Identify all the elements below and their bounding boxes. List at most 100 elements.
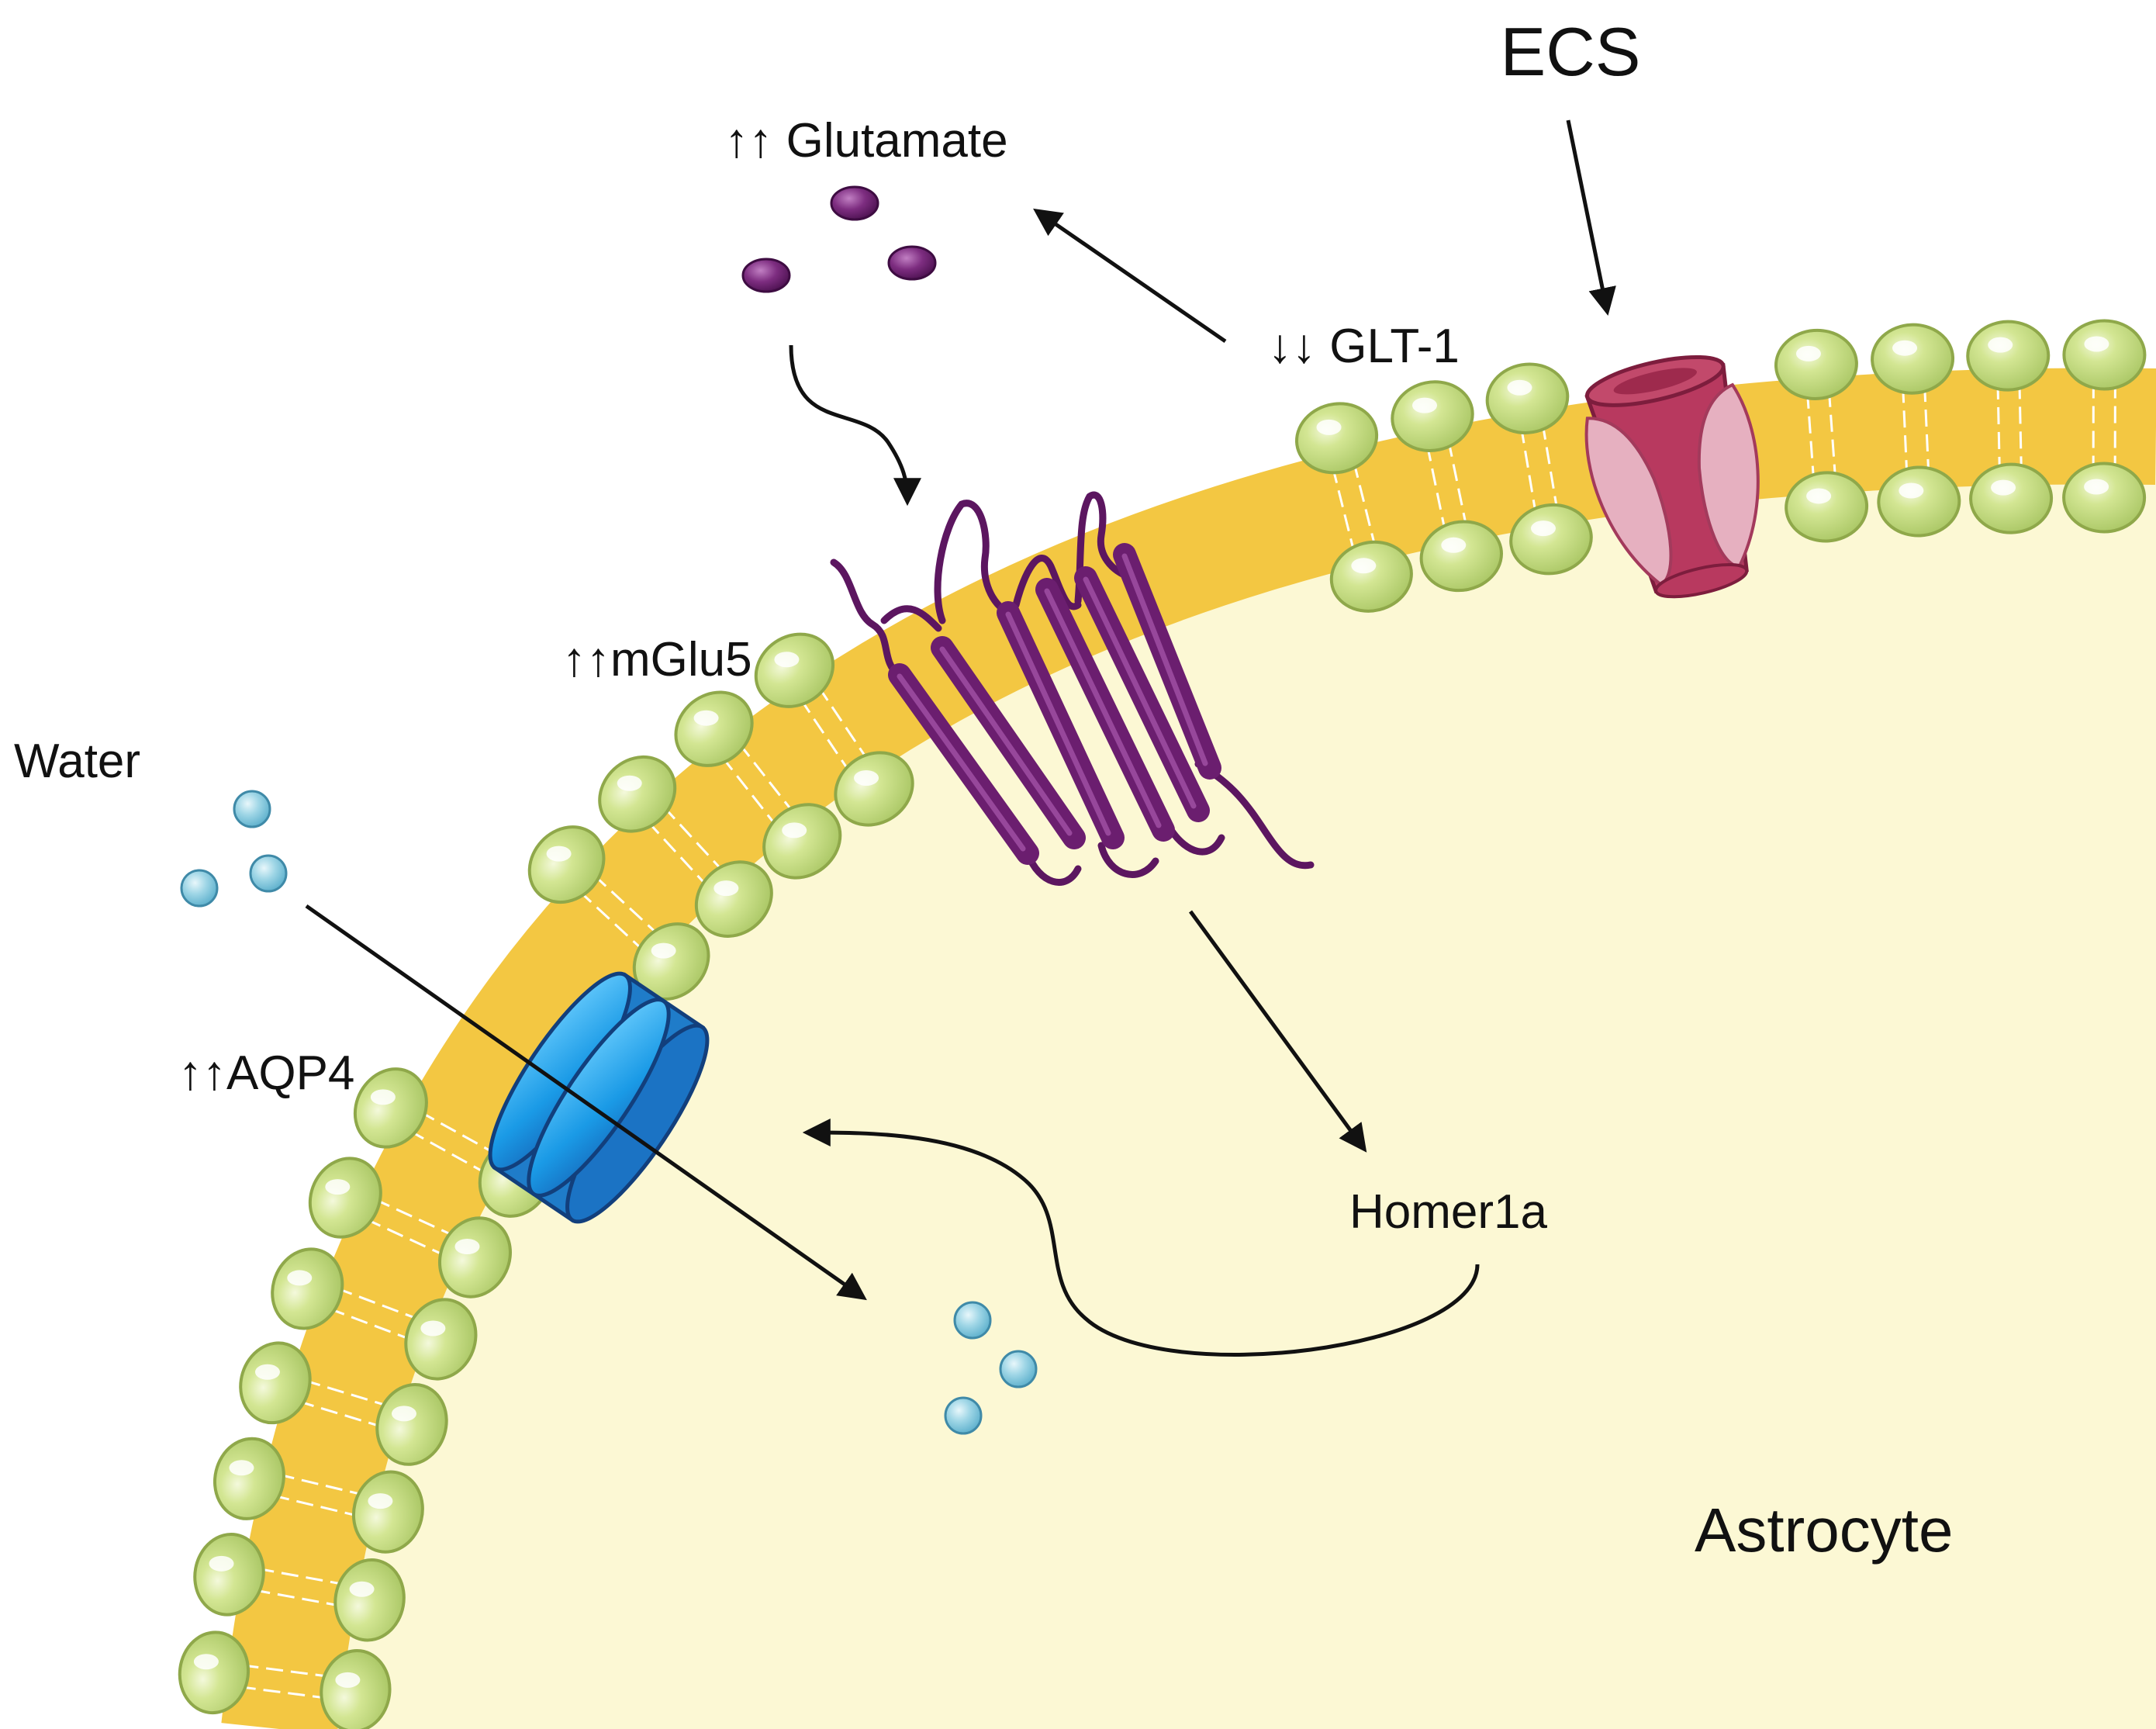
- lipid-tail: [1902, 386, 1909, 476]
- lipid-head-highlight: [229, 1460, 254, 1476]
- glt1-transporter: [1584, 354, 1760, 599]
- lipid-head: [1485, 362, 1570, 434]
- outer-lipid-heads: [178, 319, 2147, 1715]
- lipid-head: [271, 1247, 344, 1330]
- lipid-head: [674, 690, 754, 767]
- water-molecules-inside: [944, 1301, 1038, 1435]
- lipid-tail: [662, 805, 725, 873]
- lipid-head: [320, 1648, 392, 1729]
- homer1a-to-aqp4-arrow: [802, 1119, 1480, 1357]
- lipid-head: [212, 1437, 285, 1520]
- aqp4-label: ↑↑AQP4: [178, 1046, 354, 1100]
- lipid-head: [404, 1298, 478, 1381]
- lipid-head-highlight: [1899, 482, 1924, 499]
- lipid-head-highlight: [454, 1238, 480, 1254]
- lipid-head: [1419, 520, 1503, 593]
- mglu5-to-homer1a-arrow: [1188, 910, 1367, 1153]
- lipid-tail: [271, 1494, 361, 1518]
- lipid-head-highlight: [391, 1406, 416, 1422]
- lipid-head: [1877, 465, 1961, 538]
- astrocyte-cytoplasm: [279, 426, 2156, 1729]
- lipid-tail: [1923, 384, 1930, 475]
- lipid-head: [527, 825, 606, 904]
- water-molecule: [233, 790, 271, 828]
- lipid-head-highlight: [1441, 537, 1467, 553]
- water-molecule: [249, 854, 288, 893]
- lipid-tail: [296, 1399, 384, 1429]
- lipid-tail: [1447, 439, 1468, 528]
- glutamate-to-mglu5-arrow: [789, 344, 921, 507]
- lipid-head-highlight: [1530, 520, 1556, 537]
- lipid-head: [762, 803, 842, 880]
- lipid-head-highlight: [713, 880, 739, 897]
- water-influx-arrow: [305, 904, 867, 1301]
- lipid-tail: [364, 1217, 447, 1257]
- lipid-head: [351, 1470, 424, 1554]
- lipid-head-highlight: [774, 652, 800, 668]
- lipid-head-highlight: [193, 1654, 219, 1670]
- lipid-tail: [1352, 461, 1377, 549]
- lipid-head-highlight: [1991, 479, 2016, 496]
- glutamate-molecules: [741, 185, 937, 293]
- lipid-head-highlight: [2084, 336, 2109, 352]
- lipid-head: [1966, 320, 2051, 392]
- lipid-head: [353, 1067, 428, 1149]
- glutamate-molecule: [741, 258, 791, 293]
- water-molecules-outside: [180, 790, 288, 908]
- lipid-tail: [1827, 389, 1837, 480]
- lipid-head-highlight: [1892, 340, 1918, 356]
- lipid-head-highlight: [335, 1672, 361, 1688]
- lipid-head: [333, 1558, 406, 1642]
- lipid-head: [178, 1630, 250, 1715]
- ecs-to-glt1-arrow: [1566, 119, 1616, 316]
- lipid-head: [1329, 540, 1413, 613]
- lipid-head-highlight: [368, 1493, 393, 1509]
- lipid-head: [1294, 402, 1379, 475]
- water-label: Water: [14, 735, 140, 788]
- lipid-head-highlight: [1507, 379, 1532, 396]
- lipid-tail: [578, 889, 646, 953]
- lipid-head: [308, 1157, 382, 1239]
- lipid-head-highlight: [325, 1179, 351, 1195]
- homer1a-label: Homer1a: [1349, 1185, 1548, 1239]
- astrocyte-label: Astrocyte: [1695, 1496, 1953, 1565]
- lipid-head-highlight: [2084, 479, 2109, 495]
- lipid-head: [1871, 323, 1955, 395]
- lipid-head-highlight: [1806, 488, 1832, 504]
- lipid-head: [598, 755, 677, 833]
- lipid-head: [437, 1216, 512, 1298]
- lipid-head-highlight: [1988, 337, 2013, 353]
- ecs-label: ECS: [1501, 13, 1641, 90]
- lipid-head-highlight: [370, 1089, 396, 1105]
- lipid-tail: [646, 820, 710, 888]
- lipid-tail: [277, 1473, 365, 1497]
- water-molecule: [180, 869, 219, 908]
- lipid-head: [754, 632, 835, 708]
- lipid-tail: [738, 742, 796, 814]
- lipid-tail: [327, 1307, 413, 1341]
- lipid-tail: [408, 1129, 488, 1175]
- lipid-tail: [257, 1567, 346, 1586]
- lipid-head: [1774, 328, 1858, 400]
- lipid-head: [1969, 462, 2054, 534]
- lipid-head-highlight: [617, 775, 642, 791]
- lipid-tail: [241, 1664, 331, 1679]
- lipid-tail: [1519, 426, 1538, 516]
- lipid-head-highlight: [254, 1364, 280, 1380]
- glutamate-molecule: [887, 245, 937, 281]
- lipid-head-highlight: [1795, 345, 1821, 361]
- lipid-tail: [720, 756, 779, 828]
- lipid-head: [2062, 462, 2147, 534]
- lipid-head: [2062, 319, 2147, 391]
- lipid-head: [834, 751, 914, 827]
- lipid-head: [1785, 471, 1869, 543]
- lipid-tail: [1996, 382, 2001, 472]
- lipid-head-highlight: [287, 1270, 313, 1286]
- lipid-head-highlight: [1316, 419, 1342, 435]
- lipid-tail: [1541, 422, 1559, 512]
- lipid-tail: [253, 1589, 342, 1607]
- lipid-head: [193, 1533, 265, 1617]
- mglu5-label: ↑↑mGlu5: [562, 633, 752, 686]
- lipid-tail: [817, 685, 869, 762]
